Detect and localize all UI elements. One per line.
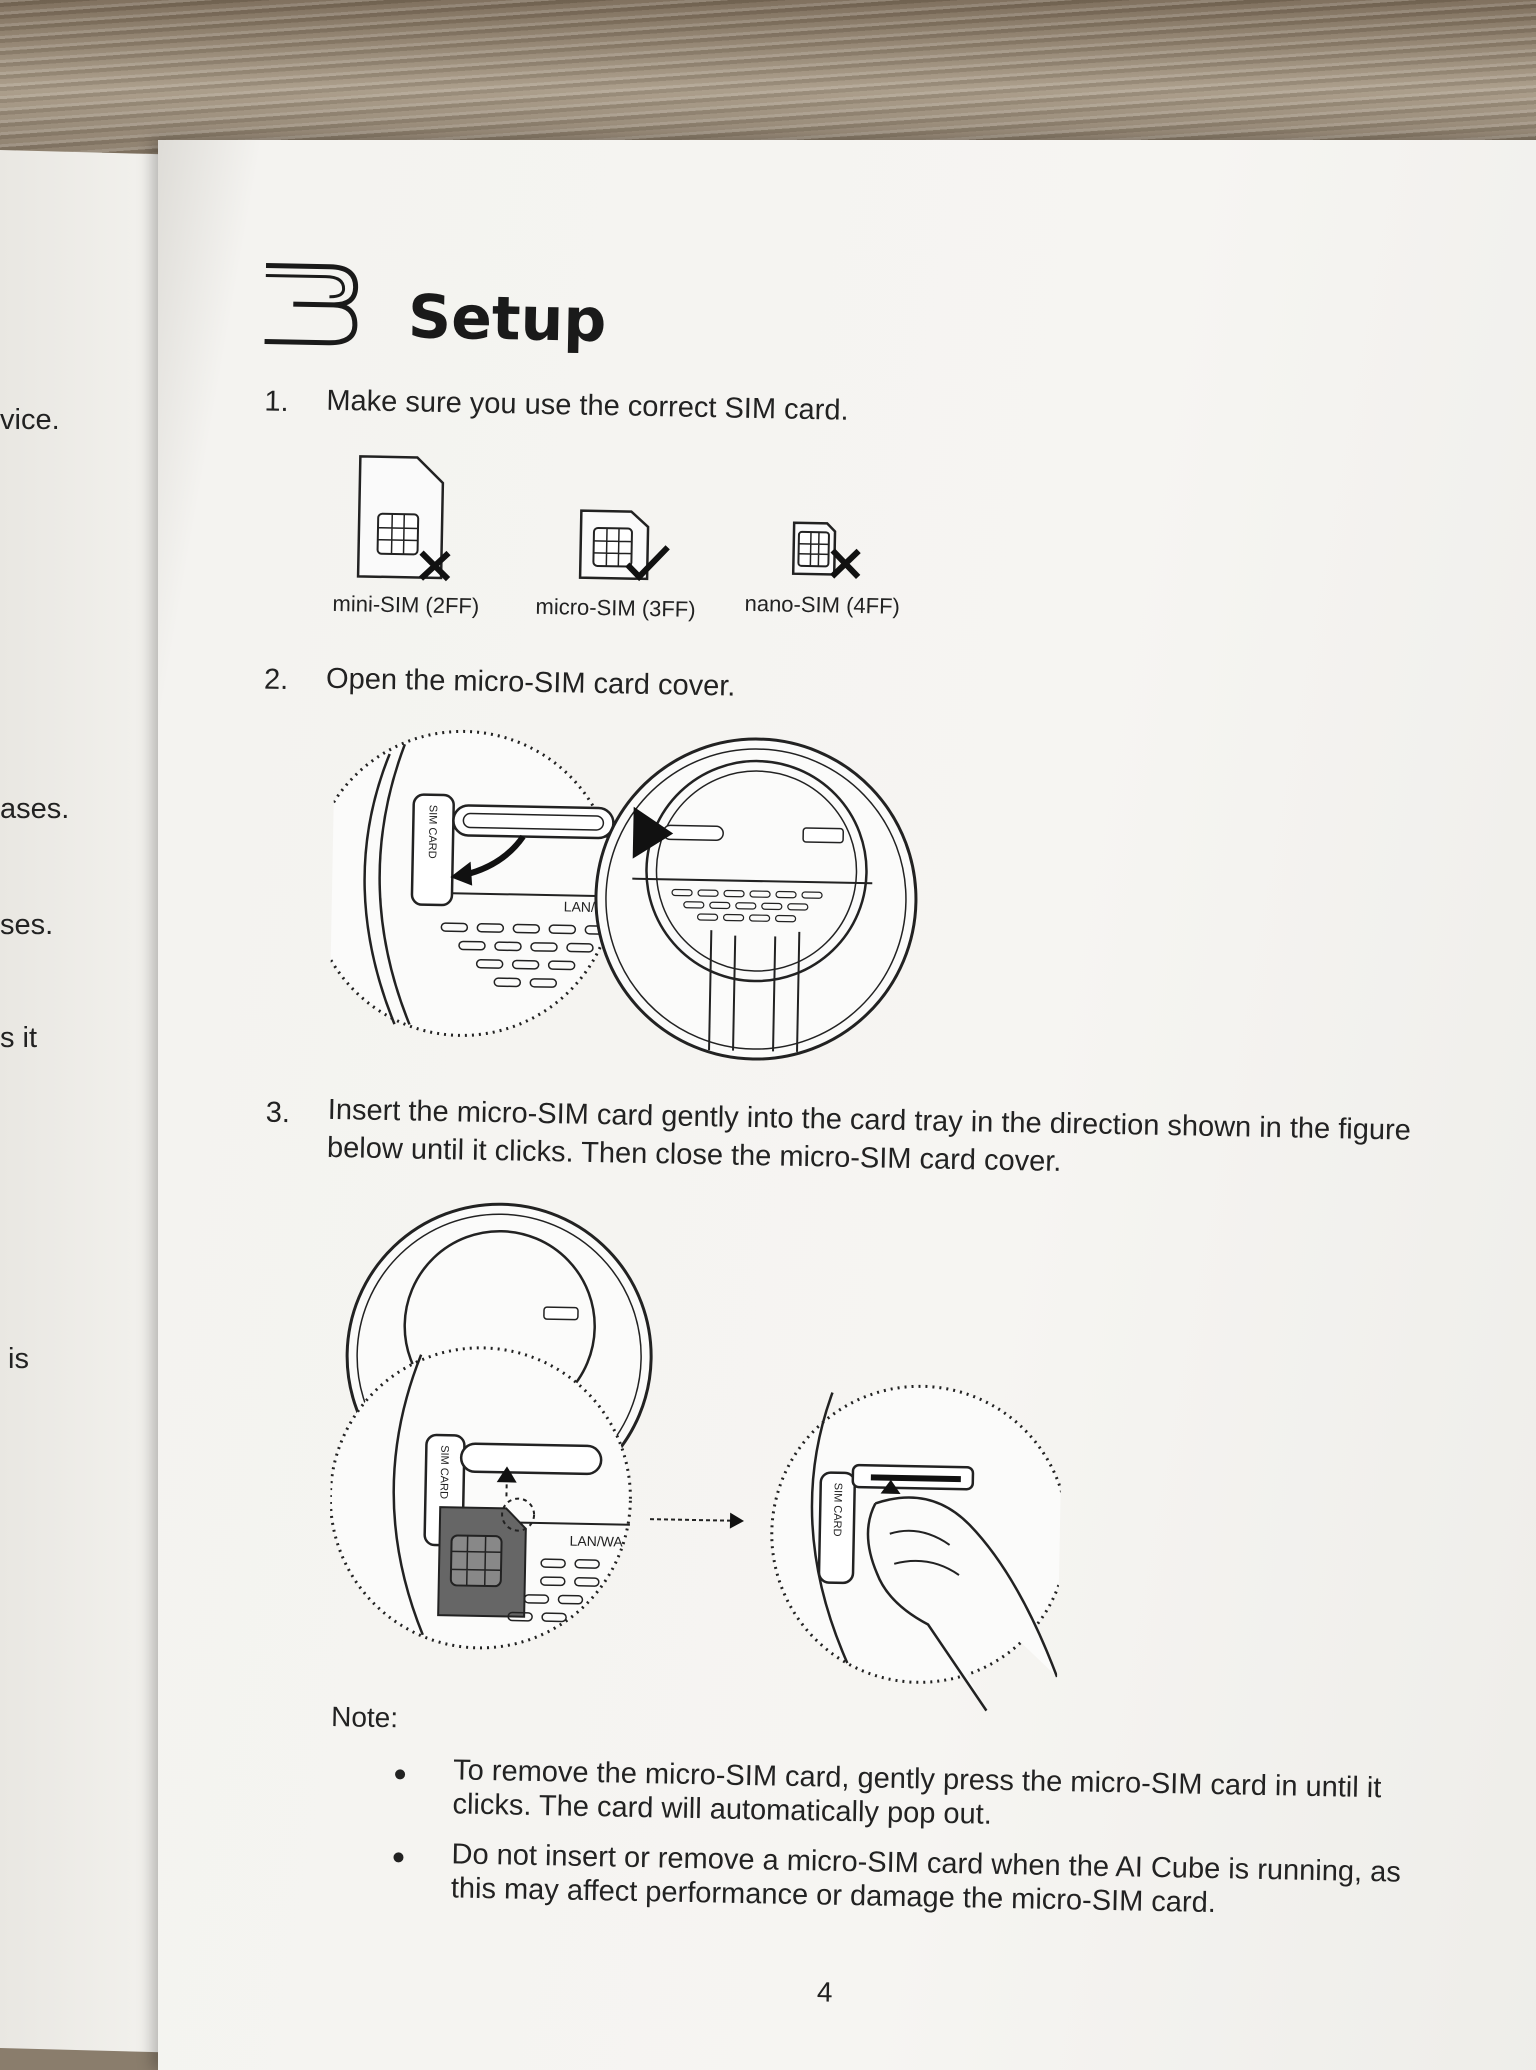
note-item-2: Do not insert or remove a micro-SIM card…: [450, 1838, 1402, 1920]
note-item-1: To remove the micro-SIM card, gently pre…: [452, 1754, 1382, 1831]
open-cover-illustration: SIM CARD LAN/WA: [328, 729, 918, 1061]
mini-sim-label: mini-SIM (2FF): [332, 590, 480, 619]
note-bullet: [394, 1769, 406, 1780]
note-bullet: [393, 1852, 404, 1863]
mini-sim-icon: [356, 455, 451, 582]
chapter-title: Setup: [407, 282, 607, 357]
micro-sim-icon: [578, 509, 670, 582]
micro-sim-label: micro-SIM (3FF): [535, 593, 696, 622]
sim-card-slot-label: SIM CARD: [831, 1483, 844, 1537]
step-1-number: 1.: [264, 385, 289, 418]
step-2-number: 2.: [263, 663, 289, 697]
step-1-text: Make sure you use the correct SIM card.: [326, 384, 849, 427]
sim-card-slot-label: SIM CARD: [437, 1445, 450, 1499]
note-title: Note:: [330, 1701, 399, 1734]
step-3-number: 3.: [265, 1096, 291, 1130]
nano-sim-icon: [791, 521, 861, 580]
step-2-text: Open the micro-SIM card cover.: [325, 662, 736, 703]
left-page-fragment: is: [8, 1343, 29, 1375]
nano-sim-label: nano-SIM (4FF): [744, 590, 901, 619]
lan-wan-label: LAN/WA: [569, 1533, 623, 1550]
left-page-fragment: ases.: [0, 793, 70, 825]
left-page-fragment: vice.: [0, 404, 60, 436]
chapter-number-icon: [264, 263, 359, 346]
left-page-fragment: ses.: [0, 909, 54, 941]
insert-sim-illustration: SIM CARD LAN/WA SIM CARD: [328, 1202, 1067, 1712]
sim-card-slot-label: SIM CARD: [426, 805, 439, 859]
step-3-text: Insert the micro-SIM card gently into th…: [326, 1093, 1412, 1178]
left-page-fragment: s it: [0, 1022, 38, 1054]
page-number: 4: [816, 1976, 833, 2008]
